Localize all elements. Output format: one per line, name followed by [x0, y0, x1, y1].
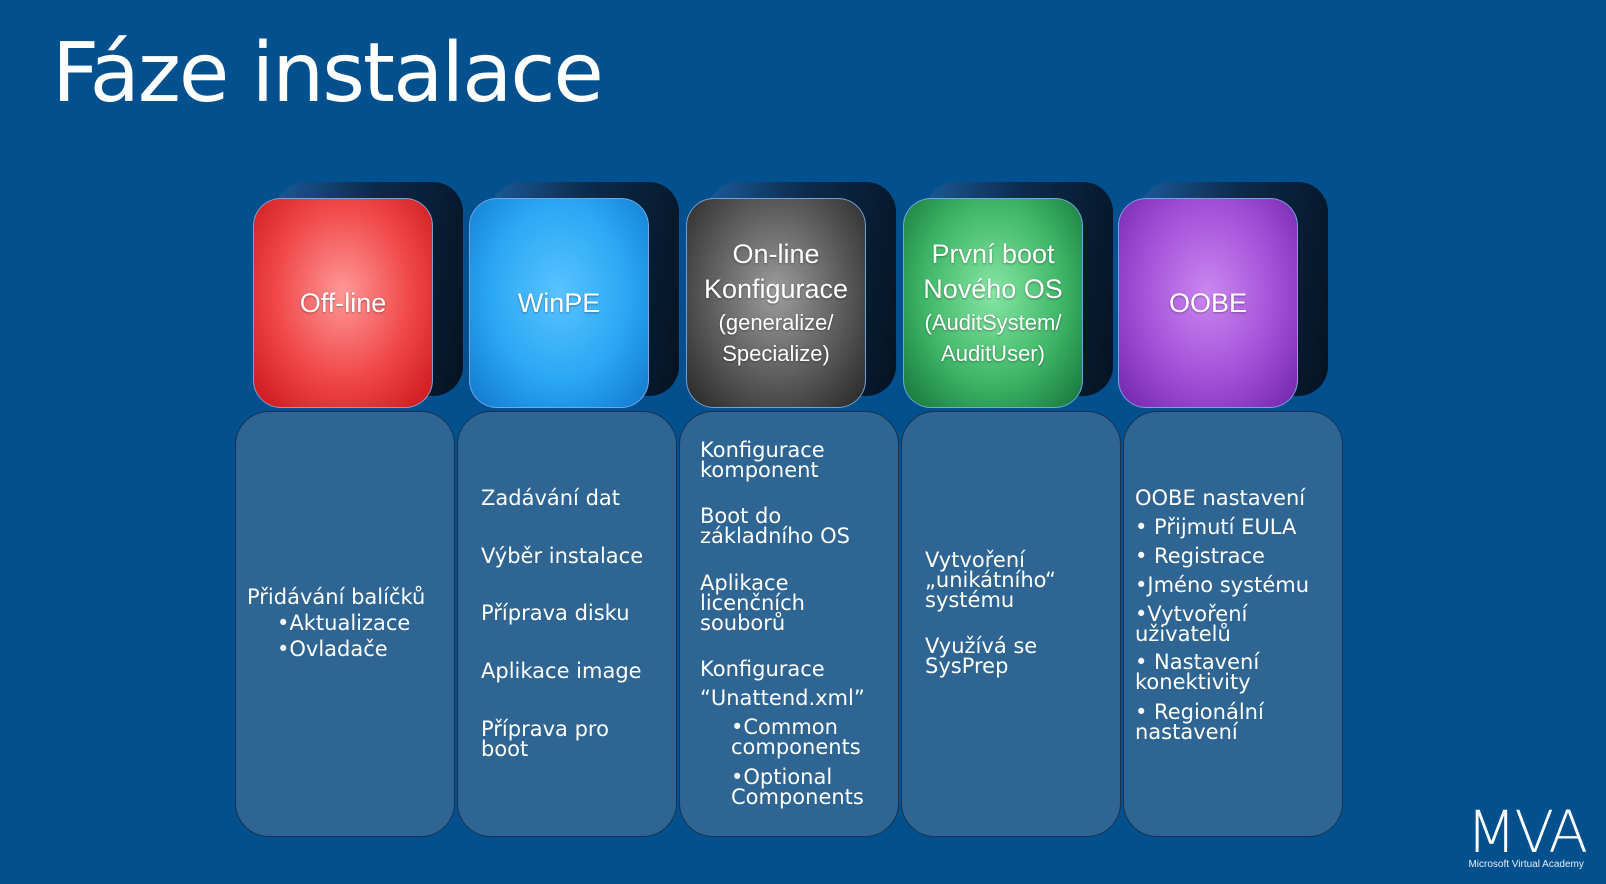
detail-card-firstboot: Vytvoření „unikátního“ systému Využívá s…	[901, 411, 1121, 837]
detail-online-line-11: components	[731, 735, 861, 759]
detail-winpe-line-4: Aplikace image	[481, 659, 642, 683]
detail-card-oobe: OOBE nastavení • Přijmutí EULA • Registr…	[1123, 411, 1343, 837]
phase-offline-face: Off-line	[253, 198, 433, 408]
detail-winpe-line-2: Výběr instalace	[481, 544, 644, 568]
detail-online-line-2: komponent	[700, 458, 819, 482]
detail-oobe-line-6: uživatelů	[1135, 622, 1231, 646]
detail-offline-line-1: Přidávání balíčků	[247, 585, 426, 609]
phase-online-sub-2: Specialize)	[722, 341, 830, 366]
detail-oobe-line-8: konektivity	[1135, 670, 1251, 694]
phase-oobe-label: OOBE	[1168, 287, 1248, 318]
mva-logo-text: MVA	[1466, 798, 1588, 866]
detail-online-line-9: “Unattend.xml”	[700, 686, 865, 710]
phase-online-label: On-line Konfigurace (generalize/ Special…	[704, 237, 848, 369]
detail-online-line-3: Boot do	[700, 504, 782, 528]
detail-online-line-1: Konfigurace	[700, 438, 825, 462]
phase-online-line-1: On-line	[732, 239, 820, 269]
detail-oobe-line-1: OOBE nastavení	[1135, 486, 1306, 510]
phase-firstboot-sub-1: (AuditSystem/	[924, 310, 1062, 335]
phase-offline-cube: Off-line	[253, 182, 463, 410]
phase-oobe-cube: OOBE	[1118, 182, 1328, 410]
phase-firstboot-line-1: První boot	[931, 239, 1055, 269]
detail-oobe-line-4: •Jméno systému	[1135, 573, 1310, 597]
detail-firstboot-line-5: SysPrep	[925, 654, 1009, 678]
detail-offline-line-3: •Ovladače	[277, 637, 388, 661]
detail-online-line-6: licenčních	[700, 591, 805, 615]
mva-logo-subtitle: Microsoft Virtual Academy	[1468, 859, 1584, 870]
detail-winpe-line-5: Příprava pro	[481, 717, 609, 741]
phase-online-face: On-line Konfigurace (generalize/ Special…	[686, 198, 866, 408]
detail-firstboot-line-4: Využívá se	[925, 634, 1038, 658]
detail-online-line-10: •Common	[731, 715, 838, 739]
phase-firstboot-sub-2: AuditUser)	[941, 341, 1045, 366]
detail-card-online: Konfigurace komponent Boot do základního…	[679, 411, 899, 837]
detail-offline-line-2: •Aktualizace	[277, 611, 411, 635]
detail-online-line-4: základního OS	[700, 524, 850, 548]
detail-winpe-line-1: Zadávání dat	[481, 486, 621, 510]
phase-online-cube: On-line Konfigurace (generalize/ Special…	[686, 182, 896, 410]
phase-firstboot-label: První boot Nového OS (AuditSystem/ Audit…	[923, 237, 1063, 369]
detail-online-line-7: souborů	[700, 611, 786, 635]
detail-card-winpe: Zadávání dat Výběr instalace Příprava di…	[457, 411, 677, 837]
detail-online-line-12: •Optional	[731, 765, 833, 789]
detail-firstboot-line-3: systému	[925, 588, 1015, 612]
phase-winpe-label: WinPE	[517, 287, 601, 318]
phase-online-sub-1: (generalize/	[718, 310, 834, 335]
detail-oobe-line-7: • Nastavení	[1135, 650, 1260, 674]
detail-oobe-line-2: • Přijmutí EULA	[1135, 515, 1297, 539]
detail-card-offline: Přidávání balíčků •Aktualizace •Ovladače	[235, 411, 455, 837]
phase-winpe-cube: WinPE	[469, 182, 679, 410]
detail-online-line-13: Components	[731, 785, 864, 809]
detail-winpe-line-3: Příprava disku	[481, 601, 630, 625]
phase-firstboot-face: První boot Nového OS (AuditSystem/ Audit…	[903, 198, 1083, 408]
detail-online-line-5: Aplikace	[700, 571, 789, 595]
detail-oobe-line-10: nastavení	[1135, 720, 1238, 744]
detail-online-line-8: Konfigurace	[700, 657, 825, 681]
detail-oobe-line-3: • Registrace	[1135, 544, 1265, 568]
detail-oobe-line-9: • Regionální	[1135, 700, 1264, 724]
phase-firstboot-cube: První boot Nového OS (AuditSystem/ Audit…	[903, 182, 1113, 410]
detail-winpe-line-6: boot	[481, 737, 529, 761]
page-title: Fáze instalace	[52, 26, 604, 121]
phase-firstboot-line-2: Nového OS	[923, 274, 1063, 304]
detail-firstboot-line-1: Vytvoření	[925, 548, 1025, 572]
detail-oobe-line-5: •Vytvoření	[1135, 602, 1248, 626]
detail-firstboot-line-2: „unikátního“	[925, 568, 1056, 592]
phase-online-line-2: Konfigurace	[703, 274, 849, 304]
phase-winpe-face: WinPE	[469, 198, 649, 408]
phase-offline-label: Off-line	[299, 287, 387, 318]
mva-logo: MVA Microsoft Virtual Academy	[1466, 798, 1588, 870]
phase-oobe-face: OOBE	[1118, 198, 1298, 408]
